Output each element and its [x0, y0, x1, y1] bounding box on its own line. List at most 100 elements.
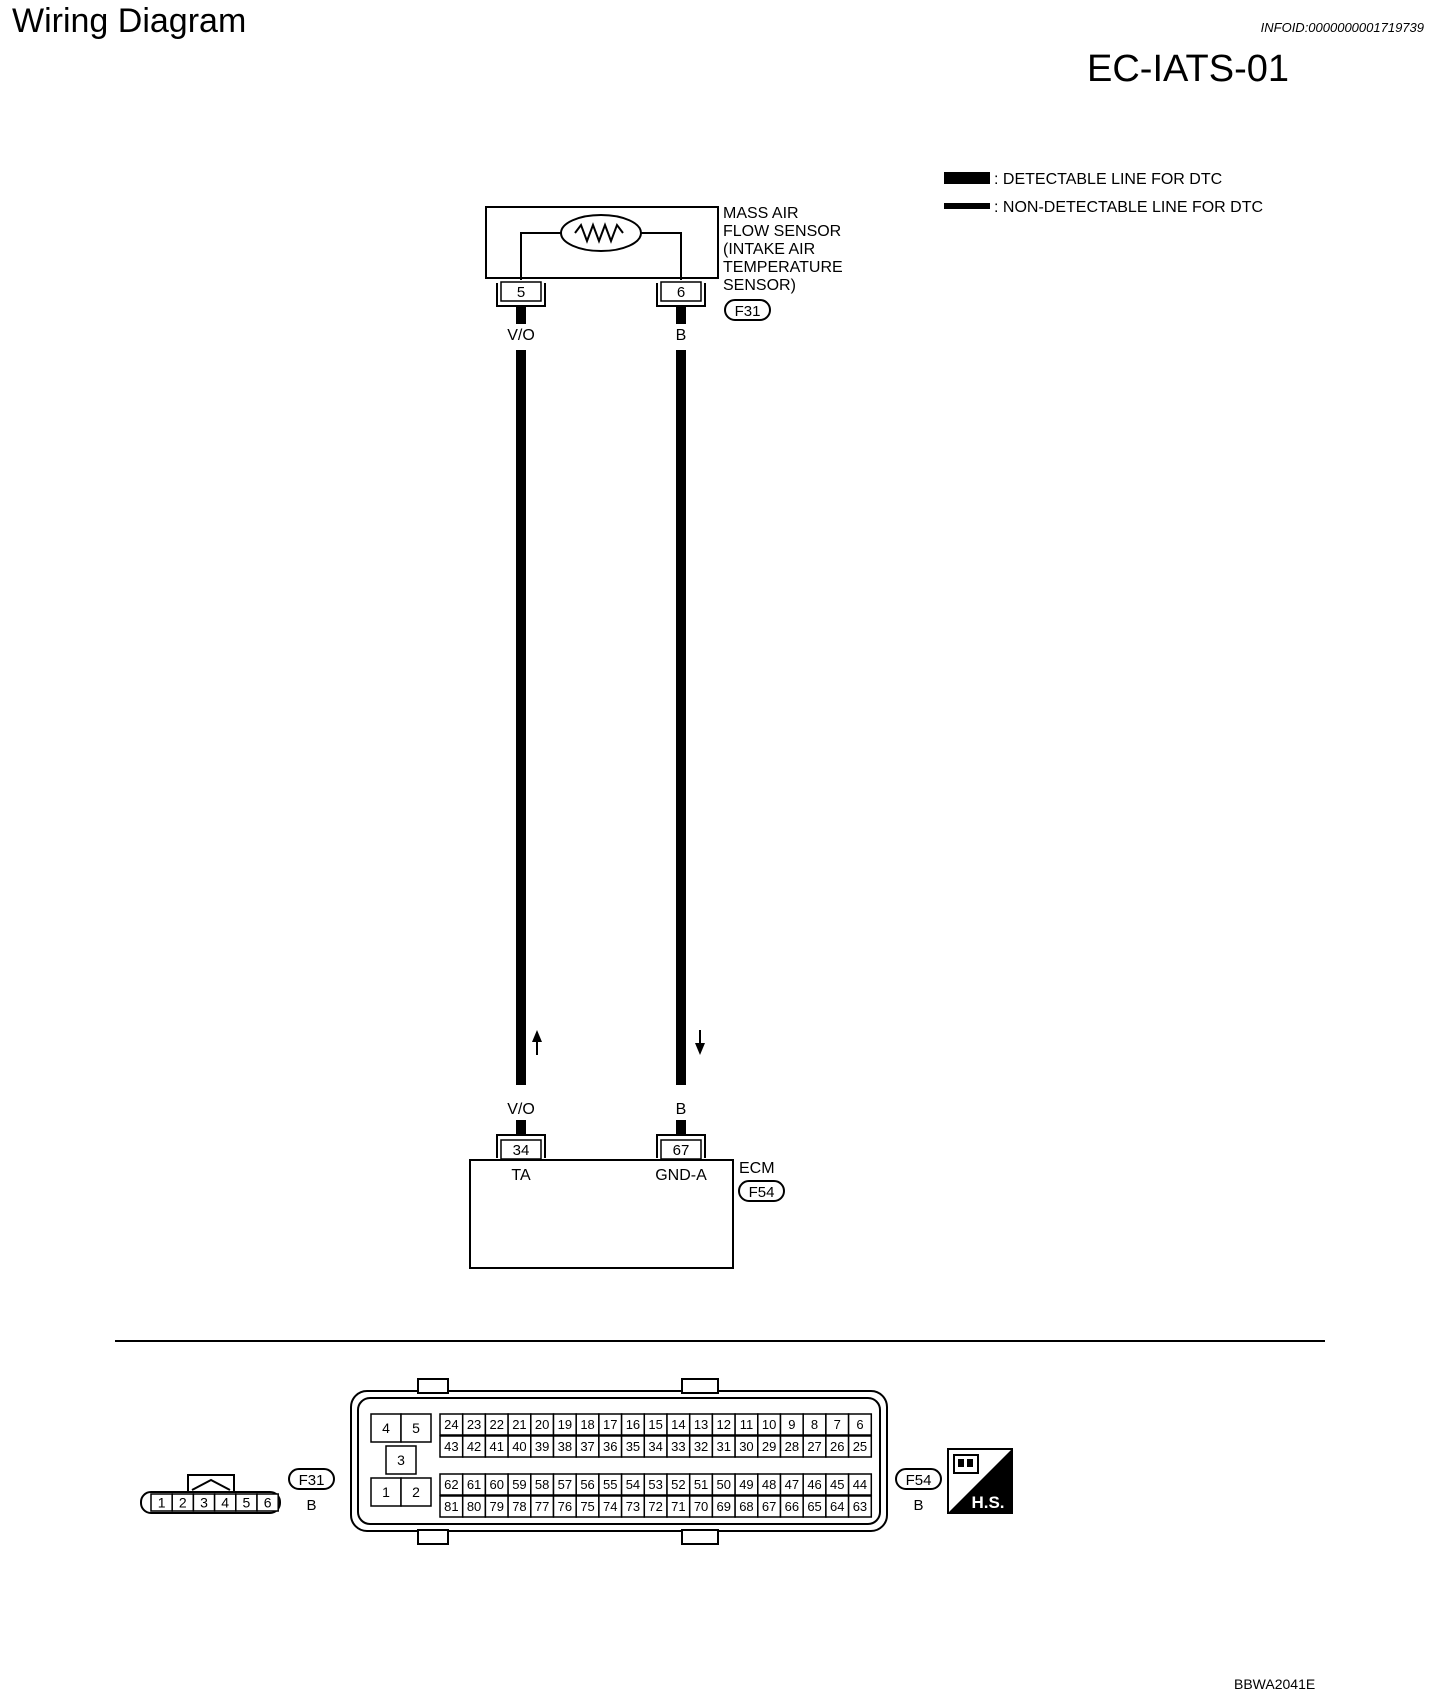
f54-pin: 54 — [620, 1473, 646, 1496]
svg-text:72: 72 — [648, 1499, 662, 1514]
svg-text:71: 71 — [671, 1499, 685, 1514]
wire-color-top-left: V/O — [507, 327, 535, 344]
svg-text:11: 11 — [740, 1417, 754, 1432]
f54-pin: 63 — [847, 1495, 873, 1518]
svg-text:2: 2 — [412, 1484, 420, 1500]
svg-text:9: 9 — [788, 1417, 795, 1432]
svg-text:35: 35 — [626, 1439, 640, 1454]
f54-pin: 20 — [530, 1413, 555, 1436]
svg-text:21: 21 — [512, 1417, 526, 1432]
f54-pin: 13 — [688, 1413, 714, 1436]
f54-pin: 69 — [711, 1495, 736, 1518]
legend-detectable-swatch — [944, 172, 990, 184]
svg-text:76: 76 — [558, 1499, 572, 1514]
f54-pin: 74 — [598, 1495, 623, 1518]
svg-text:1: 1 — [158, 1495, 166, 1511]
svg-text:43: 43 — [444, 1439, 458, 1454]
svg-text:75: 75 — [580, 1499, 594, 1514]
sensor-pin-6-label: 6 — [677, 284, 685, 301]
ecm: TA GND-A ECM F54 — [469, 1159, 785, 1269]
f54-pin: 50 — [711, 1473, 736, 1496]
f54-pin: 38 — [552, 1435, 577, 1458]
f54-pin: 80 — [461, 1495, 487, 1518]
wire-color-bottom-left: V/O — [507, 1101, 535, 1118]
f54-pin: 37 — [575, 1435, 600, 1458]
svg-text:58: 58 — [535, 1477, 549, 1492]
f54-pin: 53 — [643, 1473, 668, 1496]
f54-small-pin: 5 — [400, 1413, 432, 1443]
f54-pin: 75 — [575, 1495, 600, 1518]
f54-pin: 31 — [711, 1435, 736, 1458]
f54-pin: 28 — [779, 1435, 804, 1458]
svg-text:7: 7 — [834, 1417, 841, 1432]
arrow-up-icon — [532, 1030, 542, 1055]
wire-right-b — [676, 350, 686, 1085]
f54-pin: 21 — [507, 1413, 532, 1436]
figure-code: BBWA2041E — [1234, 1676, 1316, 1692]
f54-pin: 41 — [484, 1435, 509, 1458]
f54-pin: 61 — [461, 1473, 487, 1496]
f31-view-badge — [288, 1468, 335, 1490]
svg-text:70: 70 — [694, 1499, 708, 1514]
svg-text:62: 62 — [444, 1477, 458, 1492]
legend-non-detectable-label: : NON-DETECTABLE LINE FOR DTC — [994, 199, 1263, 216]
svg-text:41: 41 — [490, 1439, 504, 1454]
f54-pin: 73 — [620, 1495, 646, 1518]
f54-pin: 76 — [552, 1495, 577, 1518]
f31-view-label: F31 — [299, 1472, 325, 1489]
f54-pin: 44 — [847, 1473, 873, 1496]
f54-inner-shell — [357, 1397, 881, 1525]
svg-text:5: 5 — [243, 1495, 251, 1511]
svg-text:32: 32 — [694, 1439, 708, 1454]
f54-pin: 48 — [757, 1473, 782, 1496]
svg-text:81: 81 — [444, 1499, 458, 1514]
svg-text:23: 23 — [467, 1417, 481, 1432]
svg-text:3: 3 — [200, 1495, 208, 1511]
f54-pin: 67 — [757, 1495, 782, 1518]
sensor-pin-5: 5 — [496, 281, 546, 307]
svg-text:68: 68 — [739, 1499, 753, 1514]
f54-pin: 40 — [507, 1435, 532, 1458]
svg-text:63: 63 — [853, 1499, 867, 1514]
svg-text:40: 40 — [512, 1439, 526, 1454]
svg-text:56: 56 — [580, 1477, 594, 1492]
f54-pin: 18 — [575, 1413, 600, 1436]
f54-pin: 60 — [484, 1473, 509, 1496]
wire-color-bottom-right: B — [676, 1101, 687, 1118]
sensor-pin-6: 6 — [656, 281, 706, 307]
svg-text:49: 49 — [739, 1477, 753, 1492]
f54-small-pin: 2 — [400, 1477, 432, 1507]
svg-text:45: 45 — [830, 1477, 844, 1492]
f54-pin: 79 — [484, 1495, 509, 1518]
f54-pin: 16 — [620, 1413, 646, 1436]
f31-pin: 6 — [256, 1493, 279, 1512]
svg-text:6: 6 — [264, 1495, 272, 1511]
f54-pin: 49 — [734, 1473, 759, 1496]
f54-pin: 29 — [757, 1435, 782, 1458]
ecm-label: ECM — [739, 1160, 775, 1177]
f54-small-pin: 4 — [370, 1413, 402, 1443]
ecm-pin-34-label: 34 — [513, 1142, 530, 1159]
f54-pin: 58 — [530, 1473, 555, 1496]
svg-text:39: 39 — [535, 1439, 549, 1454]
svg-text:52: 52 — [671, 1477, 685, 1492]
svg-text:27: 27 — [807, 1439, 821, 1454]
svg-text:3: 3 — [397, 1452, 405, 1468]
svg-text:44: 44 — [853, 1477, 867, 1492]
svg-text:34: 34 — [648, 1439, 662, 1454]
f54-pin: 78 — [507, 1495, 532, 1518]
svg-text:22: 22 — [490, 1417, 504, 1432]
legend: : DETECTABLE LINE FOR DTC : NON-DETECTAB… — [944, 171, 1263, 216]
svg-text:12: 12 — [717, 1417, 731, 1432]
f54-small-pin: 3 — [385, 1445, 417, 1475]
svg-text:51: 51 — [694, 1477, 708, 1492]
svg-text:50: 50 — [717, 1477, 731, 1492]
sensor-pin-5-label: 5 — [517, 284, 525, 301]
svg-text:19: 19 — [558, 1417, 572, 1432]
f54-pin: 26 — [825, 1435, 850, 1458]
f54-view-badge — [895, 1468, 942, 1490]
ecm-terminal-gnd-a: GND-A — [655, 1167, 707, 1184]
